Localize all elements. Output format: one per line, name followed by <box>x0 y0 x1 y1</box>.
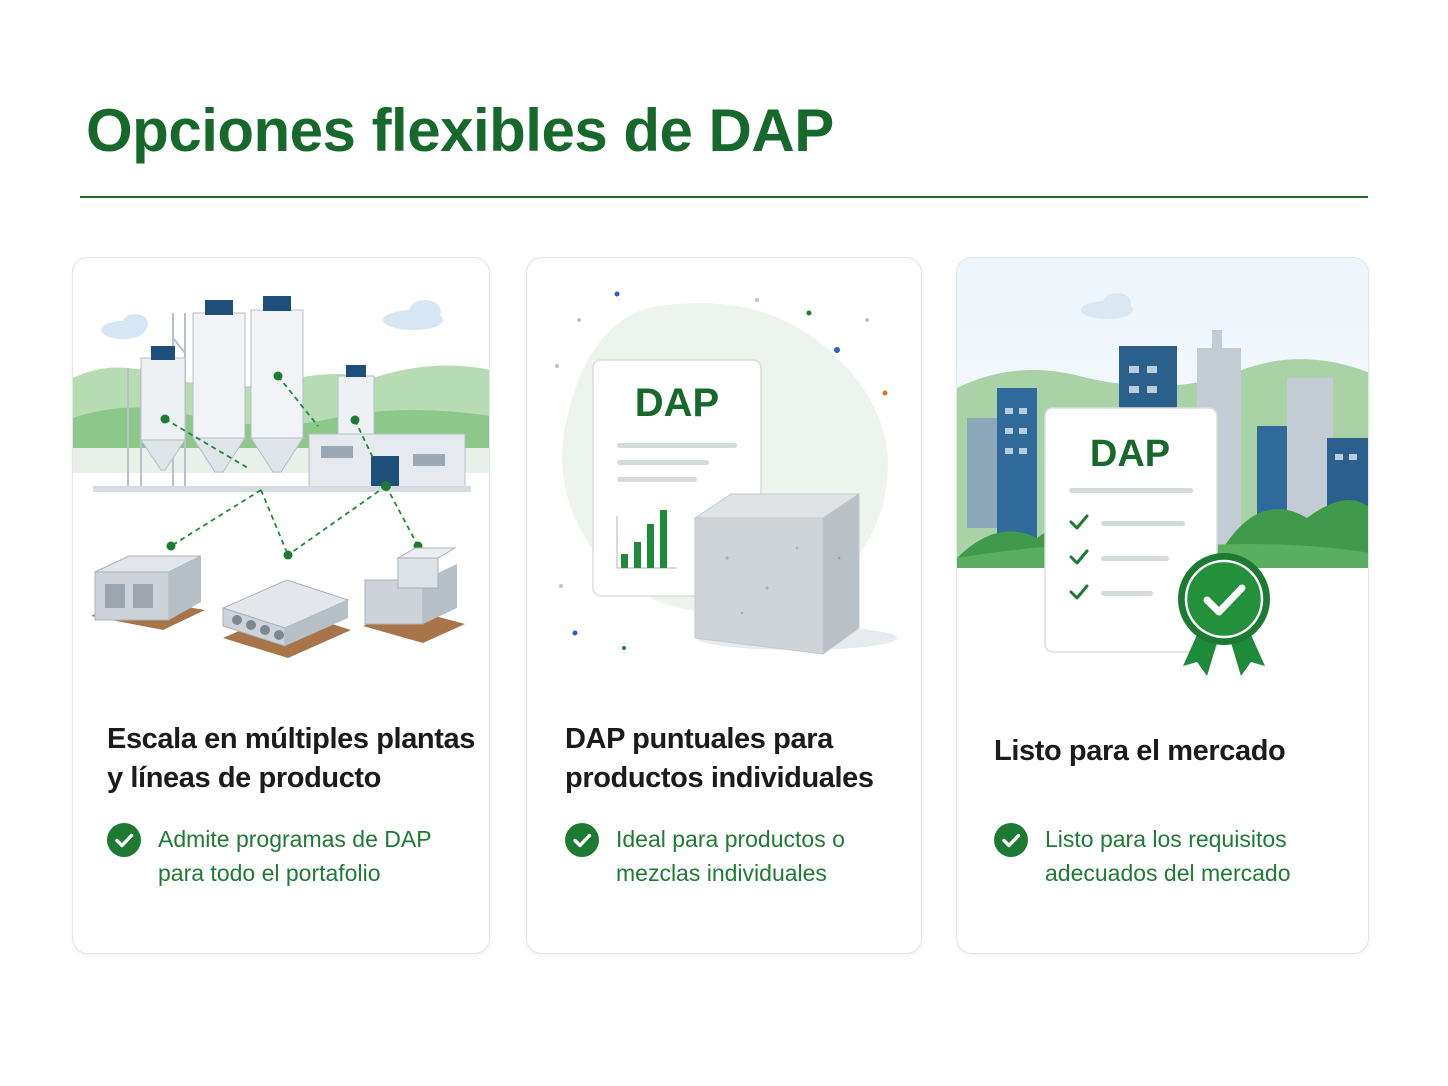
check-circle-icon <box>107 823 141 857</box>
city-certified-dap-icon: DAP <box>957 258 1368 698</box>
document-label: DAP <box>1090 433 1170 475</box>
card-heading: Listo para el mercado <box>994 735 1286 767</box>
title-divider <box>80 196 1368 198</box>
benefit-line: mezclas individuales <box>616 860 827 886</box>
benefit-line: adecuados del mercado <box>1045 860 1291 886</box>
option-card-market-ready: DAP Listo para el mercado Listo para los… <box>956 257 1369 954</box>
card-heading: Escala en múltiples plantas y líneas de … <box>107 723 475 794</box>
benefit-text: Admite programas de DAP para todo el por… <box>158 822 458 890</box>
option-card-single-product: DAP DAP puntuales para productos individ… <box>526 257 922 954</box>
dap-document-concrete-cube-icon: DAP <box>527 258 921 698</box>
check-circle-icon <box>994 823 1028 857</box>
benefit-line: para todo el portafolio <box>158 860 381 886</box>
benefit-line: Ideal para productos o <box>616 826 845 852</box>
check-circle-icon <box>565 823 599 857</box>
benefit-text: Ideal para productos o mezclas individua… <box>616 822 916 890</box>
benefit-text: Listo para los requisitos adecuados del … <box>1045 822 1345 890</box>
concrete-plant-network-icon <box>73 258 489 698</box>
benefit-line: Admite programas de DAP <box>158 826 432 852</box>
option-card-multi-plant: Escala en múltiples plantas y líneas de … <box>72 257 490 954</box>
card-heading: DAP puntuales para productos individuale… <box>565 723 874 794</box>
benefit-line: Listo para los requisitos <box>1045 826 1287 852</box>
document-label: DAP <box>635 381 719 425</box>
page-title: Opciones flexibles de DAP <box>86 97 834 164</box>
